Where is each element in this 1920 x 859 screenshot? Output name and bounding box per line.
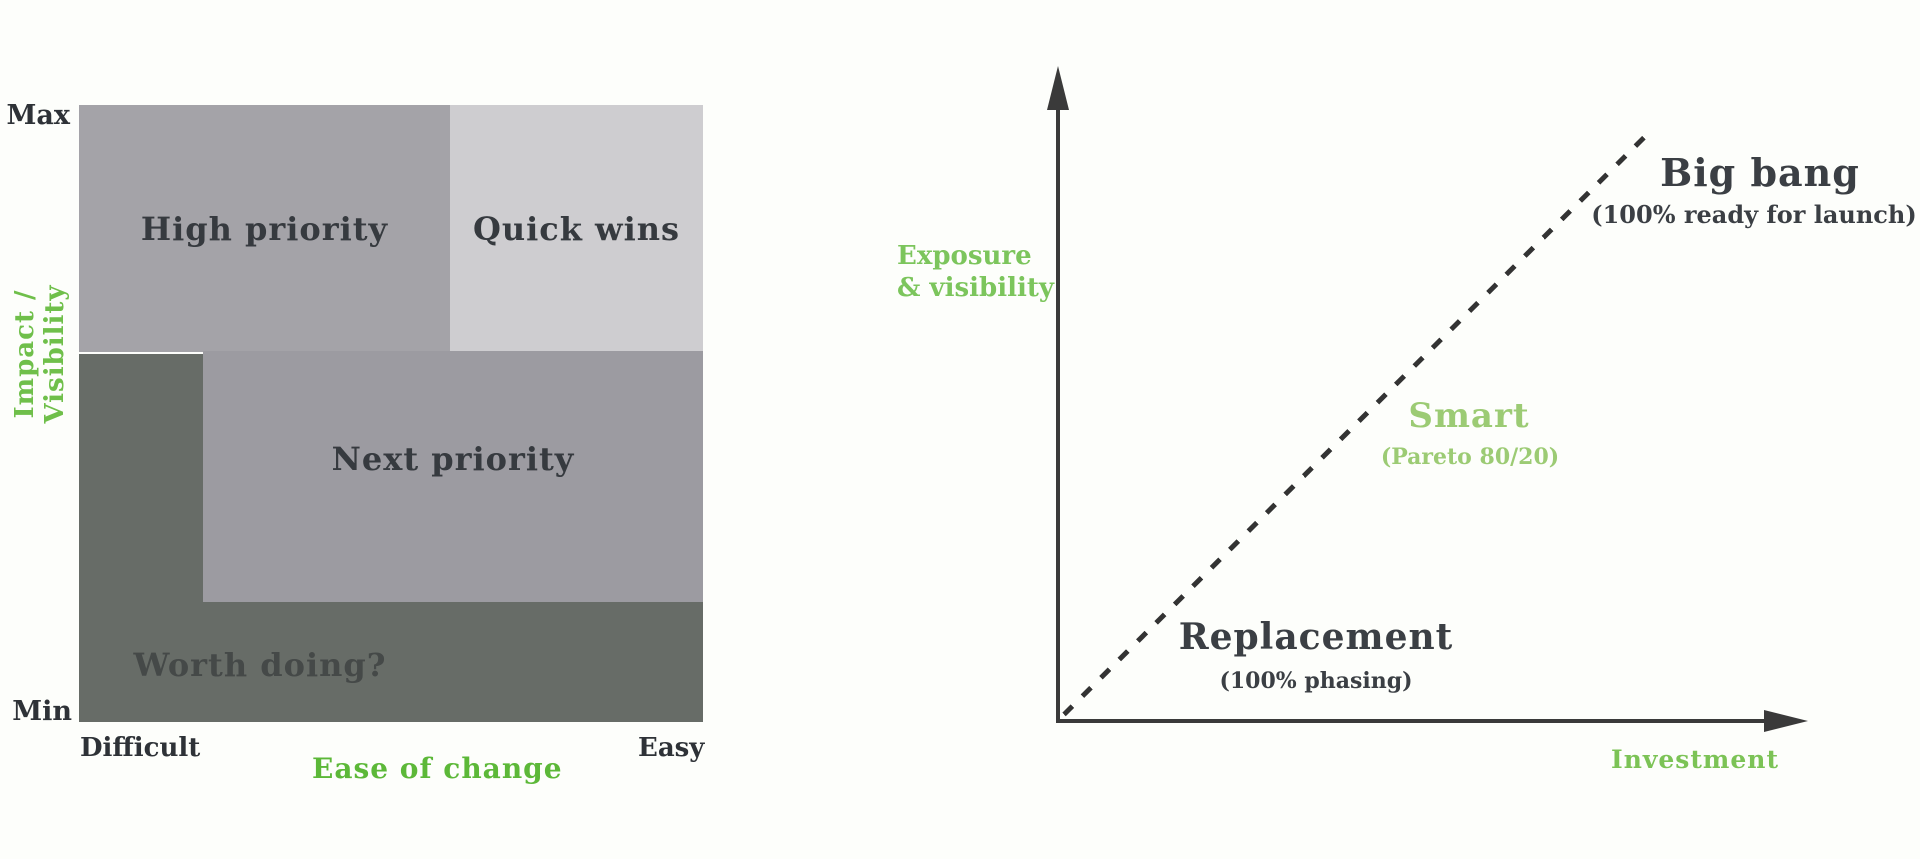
impact-visibility-axis-label: Impact / Visibility [10, 284, 70, 424]
strategy-big-bang-detail: (100% ready for launch) [1591, 200, 1917, 229]
x-axis-difficult-tick: Difficult [80, 733, 201, 763]
x-axis-line [1056, 719, 1768, 723]
y-axis-max-tick: Max [6, 100, 70, 131]
strategy-replacement-detail: (100% phasing) [1219, 668, 1413, 694]
x-axis-easy-tick: Easy [638, 733, 705, 763]
quadrant-next-priority [203, 351, 703, 602]
ease-of-change-axis-label: Ease of change [312, 752, 563, 785]
strategy-replacement-label: Replacement [1178, 616, 1454, 658]
quadrant-quick-wins [450, 105, 703, 351]
exposure-label-line2: & visibility [897, 273, 1054, 303]
quadrant-worth-doing-band [79, 602, 703, 722]
strategy-smart-detail: (Pareto 80/20) [1380, 444, 1560, 470]
quadrant-label-next-priority: Next priority [331, 440, 575, 478]
x-axis-arrow-right-icon [1764, 710, 1808, 732]
quadrant-high-priority [79, 105, 450, 352]
exposure-visibility-axis-label: Exposure & visibility [897, 240, 1054, 304]
strategy-smart-label: Smart [1408, 396, 1530, 436]
exposure-label-line1: Exposure [897, 241, 1032, 271]
y-axis-line [1056, 86, 1060, 722]
quadrant-label-quick-wins: Quick wins [472, 210, 681, 248]
y-axis-min-tick: Min [12, 696, 72, 727]
quadrant-label-worth-doing: Worth doing? [133, 646, 387, 684]
investment-axis-label: Investment [1611, 745, 1780, 774]
strategy-big-bang-label: Big bang [1660, 150, 1860, 195]
y-axis-arrow-up-icon [1047, 66, 1069, 110]
quadrant-label-high-priority: High priority [140, 210, 389, 248]
